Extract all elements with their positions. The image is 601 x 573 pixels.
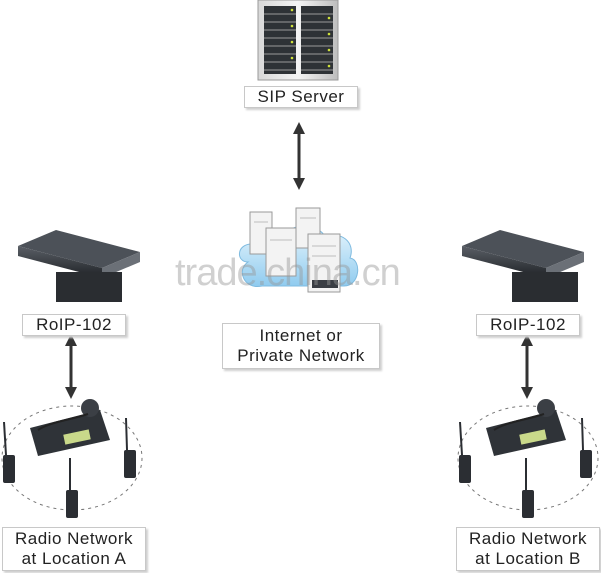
roip-right-text: RoIP-102: [490, 315, 566, 334]
network-label-line2: Private Network: [237, 346, 365, 365]
sip-server-label: SIP Server: [244, 86, 358, 108]
roip-left-label: RoIP-102: [22, 314, 126, 336]
base-radio-icon: [30, 399, 110, 456]
radio-network-a-label: Radio Network at Location A: [2, 527, 146, 571]
cloud-network-icon: [239, 207, 359, 293]
radio-network-a: [1, 399, 143, 518]
roip-left-text: RoIP-102: [36, 315, 112, 334]
sip-server-text: SIP Server: [257, 87, 345, 106]
network-label: Internet or Private Network: [222, 323, 380, 369]
roip-device-icon: [462, 230, 584, 302]
server-rack-icon: [257, 0, 339, 81]
base-radio-icon: [486, 399, 566, 456]
radio-network-b-label: Radio Network at Location B: [456, 527, 600, 571]
connector-arrows: [65, 122, 533, 399]
radio-network-b: [457, 399, 599, 518]
roip-device-icon: [18, 230, 140, 302]
radio-a-line1: Radio Network: [15, 529, 133, 548]
radio-b-line2: at Location B: [475, 549, 581, 568]
handheld-radio-icon: [459, 417, 592, 518]
radio-b-line1: Radio Network: [469, 529, 587, 548]
roip-right-label: RoIP-102: [476, 314, 580, 336]
radio-a-line2: at Location A: [21, 549, 127, 568]
watermark: trade.china.cn: [175, 252, 401, 294]
network-label-line1: Internet or: [259, 326, 343, 345]
handheld-radio-icon: [3, 417, 136, 518]
